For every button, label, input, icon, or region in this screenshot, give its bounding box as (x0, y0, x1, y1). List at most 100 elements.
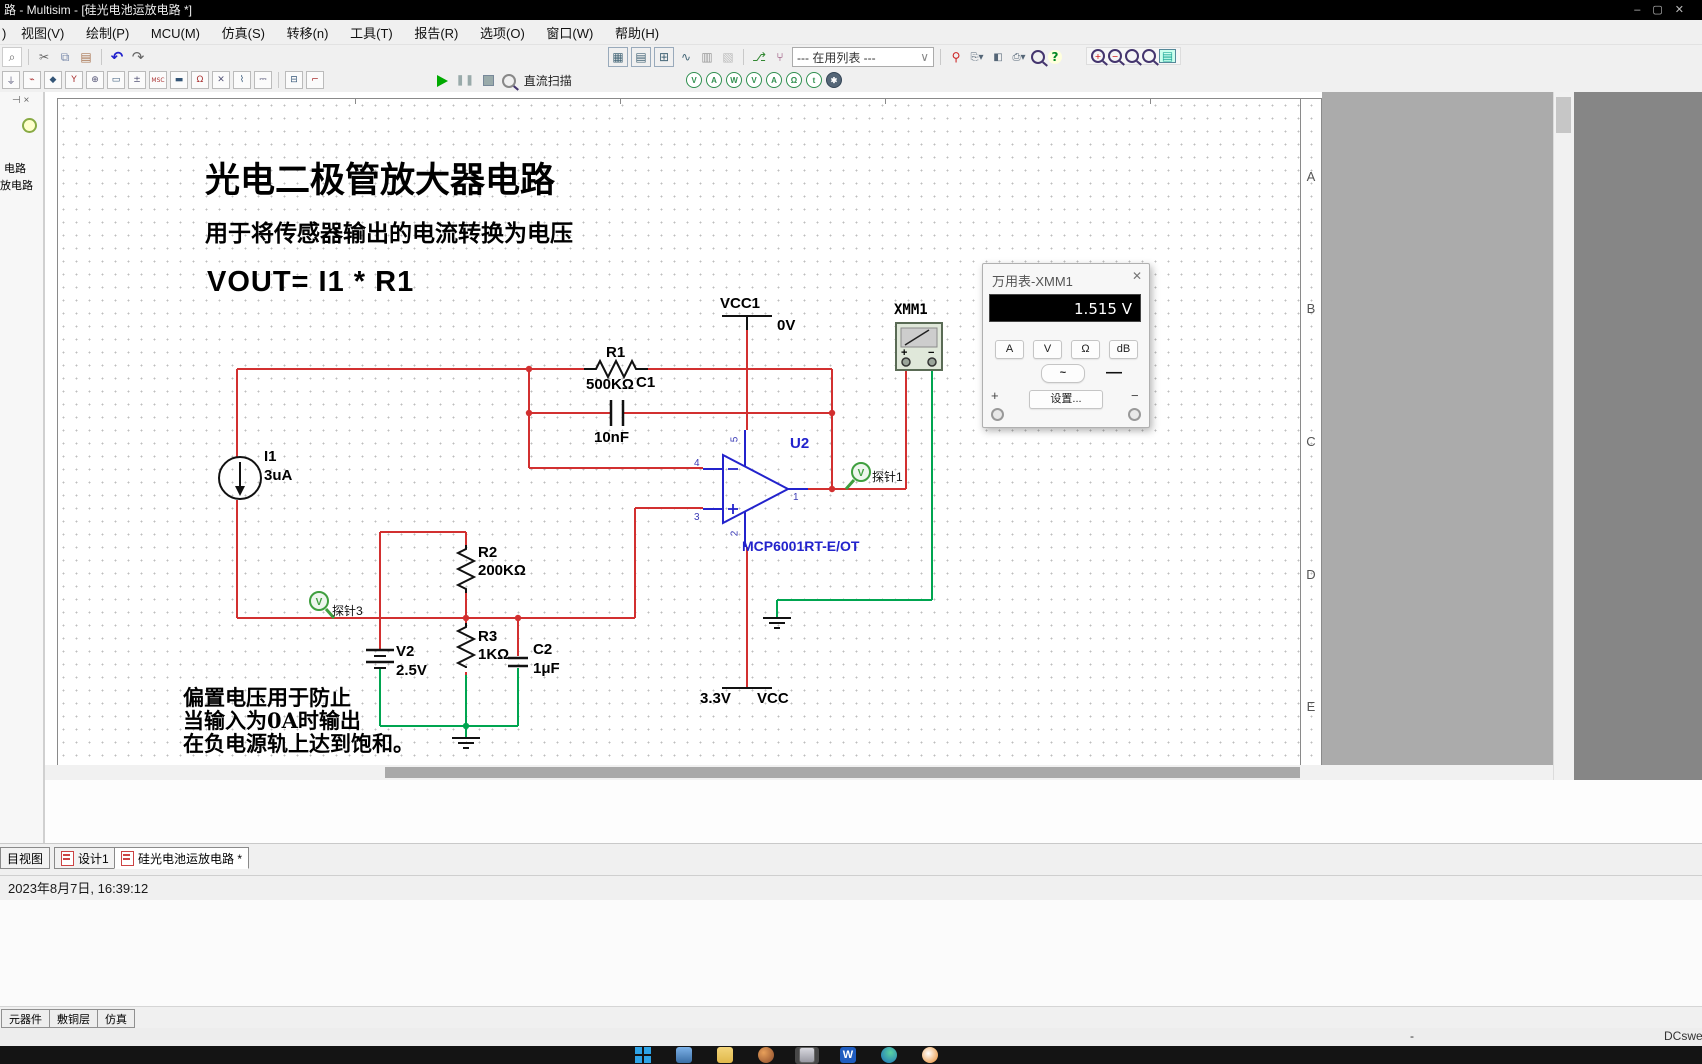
c2-ref-label[interactable]: C2 (533, 641, 553, 658)
v2-value-label[interactable]: 2.5V (396, 662, 427, 679)
misc-component-icon[interactable]: ⌇ (233, 71, 251, 89)
r3-ref-label[interactable]: R3 (478, 628, 498, 645)
r3-value-label[interactable]: 1KΩ (478, 646, 510, 663)
tab-copper-layer[interactable]: 敷铜层 (49, 1009, 98, 1028)
undo-icon[interactable]: ↶ (110, 48, 124, 66)
tab-components[interactable]: 元器件 (1, 1009, 50, 1028)
i1-value-label[interactable]: 3uA (264, 467, 293, 484)
rf-component-icon[interactable]: ⎓ (254, 71, 272, 89)
zoom-area-icon[interactable] (1125, 49, 1139, 63)
run-simulation-button[interactable] (437, 74, 448, 87)
clock-probe-icon[interactable]: t (806, 72, 822, 88)
bias-note[interactable]: 偏置电压用于防止 当输入为0A时输出 在负电源轨上达到饱和。 (183, 686, 414, 755)
multimeter-ohms-button[interactable]: Ω (1071, 340, 1100, 359)
u2-part-label[interactable]: MCP6001RT-E/OT (742, 538, 860, 554)
probe-settings-gear-icon[interactable]: ✱ (826, 72, 842, 88)
edge-icon[interactable] (877, 1047, 901, 1064)
find-icon[interactable] (1031, 50, 1045, 64)
paste-icon[interactable]: ▤ (80, 50, 92, 64)
multimeter-close-icon[interactable]: ✕ (1131, 269, 1142, 283)
transistor-component-icon[interactable]: Y (65, 71, 83, 89)
cmos-component-icon[interactable]: ± (128, 71, 146, 89)
diff-voltage-probe-icon[interactable]: V (746, 72, 762, 88)
show-grid-icon[interactable]: ▤ (631, 47, 651, 67)
misc-digital-icon[interactable]: MSC (149, 71, 167, 89)
mixed-component-icon[interactable]: ▬ (170, 71, 188, 89)
maximize-icon[interactable]: ▢ (1652, 4, 1675, 16)
c1-value-label[interactable]: 10nF (594, 429, 630, 446)
active-analysis-label[interactable]: 直流扫描 (523, 74, 572, 88)
u2-ref-label[interactable]: U2 (790, 435, 810, 452)
ttl-component-icon[interactable]: ▭ (107, 71, 125, 89)
horizontal-scrollbar-thumb[interactable] (385, 767, 1300, 778)
zoom-fit-icon[interactable] (1142, 49, 1156, 63)
redo-icon[interactable]: ↷ (131, 48, 145, 66)
minimize-icon[interactable]: – (1634, 4, 1653, 16)
probe3-label[interactable]: 探针3 (332, 604, 363, 618)
border-icon[interactable]: ⊞ (654, 47, 674, 67)
app-icon[interactable] (918, 1047, 942, 1064)
tree-item-fragment-2[interactable]: 放电路 (0, 180, 33, 192)
basic-component-icon[interactable]: ⌁ (23, 71, 41, 89)
cut-icon[interactable]: ✂ (38, 50, 50, 64)
menu-simulate[interactable]: 仿真(S) (221, 26, 265, 41)
c2-value-label[interactable]: 1μF (533, 660, 560, 677)
bus-wire-icon[interactable]: ⌐ (306, 71, 324, 89)
erc-probe-icon[interactable]: ⚲ (951, 50, 961, 64)
r1-ref-label[interactable]: R1 (606, 344, 626, 361)
analog-component-icon[interactable]: ⊕ (86, 71, 104, 89)
multimeter-minus-terminal[interactable] (1128, 408, 1141, 421)
multimeter-amps-button[interactable]: A (995, 340, 1024, 359)
firefox-icon[interactable] (754, 1047, 778, 1064)
file-explorer-icon[interactable] (672, 1047, 696, 1064)
menu-transfer[interactable]: 转移(n) (286, 26, 329, 41)
multimeter-plus-terminal[interactable] (991, 408, 1004, 421)
multimeter-db-button[interactable]: dB (1109, 340, 1138, 359)
zoom-in-icon[interactable]: + (1091, 49, 1105, 63)
multimeter-settings-button[interactable]: 设置... (1029, 390, 1103, 409)
hierarchy-icon[interactable]: ⎇ (752, 50, 766, 64)
power-probe-icon[interactable]: W (726, 72, 742, 88)
multimeter-dc-button[interactable]: — (1106, 364, 1122, 381)
power-component-icon[interactable]: ✕ (212, 71, 230, 89)
doc-tab-design1[interactable]: 设计1 (54, 847, 116, 869)
panel-mini-buttons[interactable]: ⊣ × (12, 95, 30, 106)
doc-tab-active[interactable]: 硅光电池运放电路 * (114, 847, 250, 869)
schematic-subtitle[interactable]: 用于将传感器输出的电流转换为电压 (205, 220, 573, 247)
pages-icon[interactable]: ▧ (722, 50, 734, 64)
help-icon[interactable]: ? (1048, 50, 1062, 64)
v2-ref-label[interactable]: V2 (396, 643, 415, 660)
menu-view[interactable]: 视图(V) (20, 26, 65, 41)
vcc1-value-label[interactable]: 0V (777, 317, 796, 334)
toolbox-bottom-tab[interactable]: 目视图 (0, 847, 51, 869)
menu-help[interactable]: 帮助(H) (614, 26, 660, 41)
in-use-list-dropdown[interactable]: --- 在用列表 --- ∨ (792, 47, 934, 67)
ruler-icon[interactable]: ▥ (701, 50, 713, 64)
multimeter-volts-button[interactable]: V (1033, 340, 1062, 359)
menu-reports[interactable]: 报告(R) (414, 26, 459, 41)
vcc-value-label[interactable]: 3.3V (700, 690, 731, 707)
pause-simulation-button[interactable]: ❚❚ (456, 75, 475, 86)
copy-icon[interactable]: ⧉ (60, 49, 70, 64)
impedance-probe-icon[interactable]: Ω (786, 72, 802, 88)
multimeter-ac-button[interactable]: ~ (1041, 364, 1085, 383)
i1-ref-label[interactable]: I1 (264, 448, 277, 465)
start-button[interactable] (631, 1047, 655, 1064)
graph-icon[interactable]: ∿ (680, 50, 692, 64)
current-probe-icon[interactable]: A (706, 72, 722, 88)
ac-current-probe-icon[interactable]: A (766, 72, 782, 88)
analysis-wrench-icon[interactable] (501, 73, 516, 88)
menu-tools[interactable]: 工具(T) (350, 26, 393, 41)
formula-text[interactable]: VOUT= I1 * R1 (207, 266, 415, 298)
multimeter-window[interactable]: 万用表-XMM1 ✕ 1.515 V A V Ω dB ~ — + 设置... … (982, 263, 1150, 428)
close-icon[interactable]: ✕ (1674, 4, 1696, 16)
r1-value-label[interactable]: 500KΩ (586, 376, 634, 393)
database-icon[interactable]: ◧ (993, 51, 1003, 63)
tab-simulation[interactable]: 仿真 (97, 1009, 135, 1028)
schematic-title[interactable]: 光电二极管放大器电路 (205, 160, 556, 201)
indicator-component-icon[interactable]: Ω (191, 71, 209, 89)
multisim-taskbar-icon[interactable] (795, 1047, 819, 1064)
source-component-icon[interactable]: ⏚ (2, 71, 20, 89)
folder-icon[interactable] (713, 1047, 737, 1064)
toggle-grid-icon[interactable]: ▦ (608, 47, 628, 67)
